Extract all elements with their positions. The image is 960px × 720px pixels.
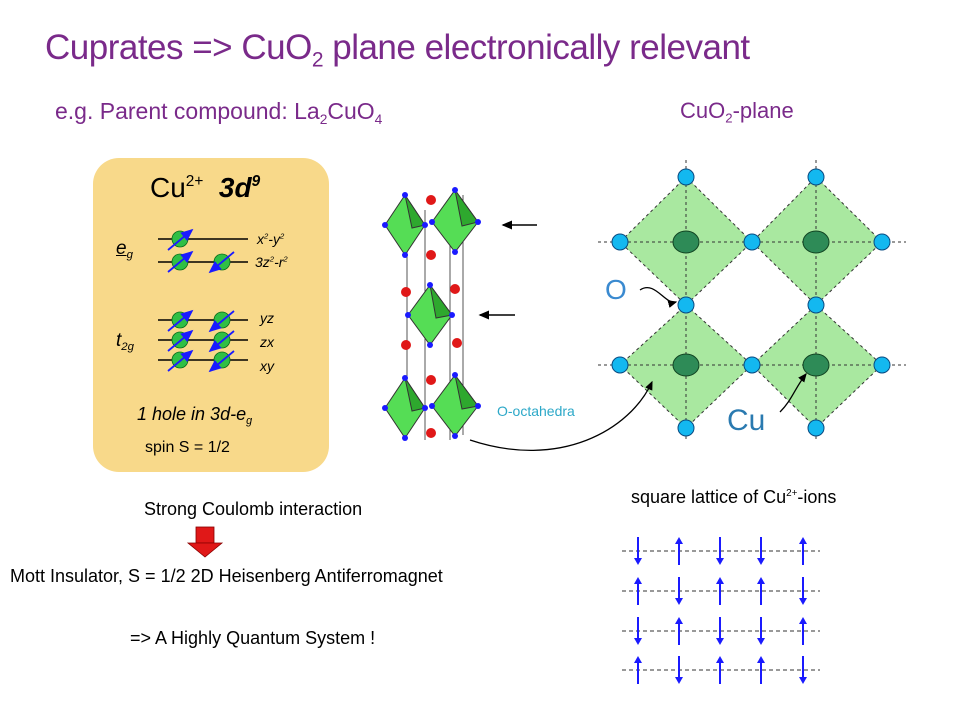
down-arrow [186, 526, 224, 558]
crystal-structure [382, 187, 537, 441]
la-atoms [401, 195, 462, 438]
spin-arrow-head [675, 677, 683, 684]
parent-compound-subtitle: e.g. Parent compound: La2CuO4 [55, 98, 383, 127]
octahedra-label: O-octahedra [497, 403, 575, 419]
spin-arrow-head [634, 577, 642, 584]
spin-arrow-head [716, 656, 724, 663]
eg-electrons [171, 230, 231, 271]
hole-text: 1 hole in 3d-eg [137, 404, 253, 427]
spin-arrow-head [716, 558, 724, 565]
eg-spin-arrows [167, 228, 235, 274]
yz-orbital-label: yz [260, 310, 274, 326]
orbital-panel [93, 158, 329, 472]
copper-label: Cu [727, 404, 766, 437]
spin-lattice [622, 537, 820, 684]
square-lattice-label: square lattice of Cu2+-ions [631, 487, 837, 507]
spin-arrow-head [716, 638, 724, 645]
xy-orbital-label: xy [260, 358, 274, 374]
spin-arrow-head [675, 537, 683, 544]
spin-arrow-head [799, 537, 807, 544]
mott-insulator-text: Mott Insulator, S = 1/2 2D Heisenberg An… [10, 566, 443, 586]
cuo2-plane-title: CuO2-plane [680, 98, 794, 126]
zx-orbital-label: zx [260, 334, 274, 350]
slide-title: Cuprates => CuO2 plane electronically re… [45, 28, 750, 72]
cuo2-plane [469, 160, 906, 451]
eg-levels [158, 238, 248, 263]
spin-arrow-head [799, 617, 807, 624]
spin-arrow-head [675, 617, 683, 624]
spin-arrow-head [634, 656, 642, 663]
spin-text: spin S = 1/2 [145, 439, 230, 456]
spin-arrow-head [799, 677, 807, 684]
x2-y2-orbital-label: x2-y2 [257, 231, 285, 247]
spin-arrow-head [757, 558, 765, 565]
oxygen-label: O [605, 274, 627, 305]
copper-atoms [672, 230, 830, 377]
eg-label: eg [116, 238, 133, 261]
spin-arrow-head [634, 558, 642, 565]
t2g-spin-arrows [167, 309, 235, 373]
spin-arrow-head [757, 577, 765, 584]
cu-ion-config: Cu2+ 3d9 [150, 172, 261, 203]
coulomb-text: Strong Coulomb interaction [144, 499, 363, 519]
spin-arrow-head [634, 638, 642, 645]
3z2-r2-orbital-label: 3z2-r2 [255, 254, 288, 270]
spin-arrow-head [799, 598, 807, 605]
octahedron [384, 189, 479, 439]
spin-arrow-head [716, 577, 724, 584]
spin-arrow-head [757, 638, 765, 645]
oxygen-atoms [611, 168, 891, 437]
spin-arrow-head [675, 598, 683, 605]
quantum-system-text: => A Highly Quantum System ! [130, 628, 376, 648]
t2g-levels [158, 319, 248, 361]
spin-arrow-head [757, 656, 765, 663]
t2g-label: t2g [116, 330, 134, 353]
